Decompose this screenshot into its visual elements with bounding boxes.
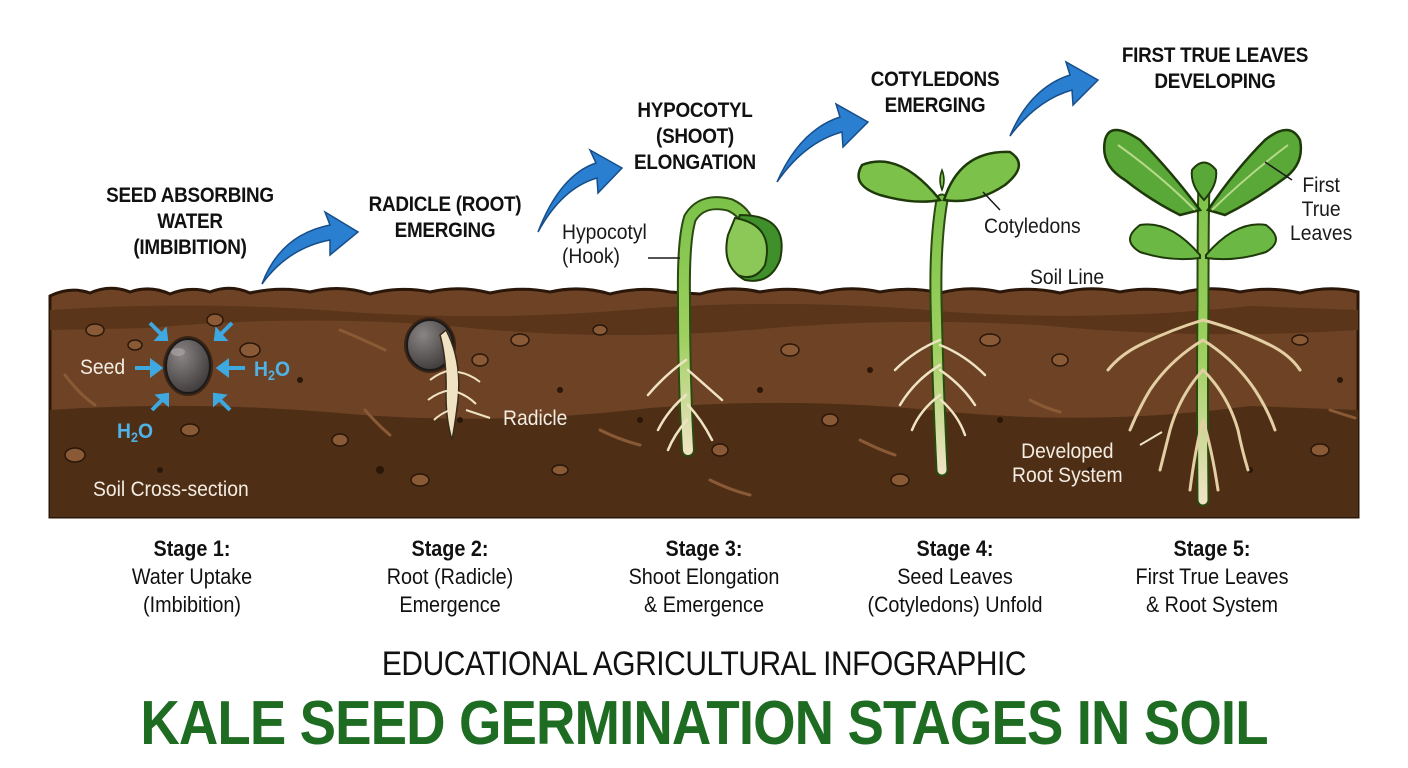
stage-4-caption: Stage 4: Seed Leaves (Cotyledons) Unfold [847,535,1063,619]
soil-line-label: Soil Line [1030,266,1105,289]
water-arrow-icons [135,321,245,412]
cotyledons-label: Cotyledons [984,215,1081,238]
soil-cross-section [48,286,1360,519]
first-true-leaves-label: First True Leaves [1290,174,1353,245]
stage-2-caption: Stage 2: Root (Radicle) Emergence [342,535,558,619]
stage-3-heading: HYPOCOTYL (SHOOT) ELONGATION [634,99,756,174]
progress-arrow-icons [261,60,1100,285]
stage-3-caption: Stage 3: Shoot Elongation & Emergence [596,535,812,619]
water-sub: 2 [130,430,138,446]
infographic-title: KALE SEED GERMINATION STAGES IN SOIL [140,689,1268,758]
developed-root-system-label: Developed Root System [1012,440,1123,487]
stage-5-description: First True Leaves & Root System [1135,564,1289,617]
hypocotyl-hook-label: Hypocotyl (Hook) [562,221,647,268]
soil-cross-section-label: Soil Cross-section [93,478,249,501]
stage-3-hypocotyl [646,196,783,457]
stage-4-cotyledon-seedling [857,150,1020,477]
stage-2-seed-radicle [404,317,491,441]
stage-3-number: Stage 3: [665,536,743,561]
infographic-subtitle: EDUCATIONAL AGRICULTURAL INFOGRAPHIC [381,645,1027,683]
stage-5-number: Stage 5: [1173,536,1251,561]
water-o: O [137,420,153,443]
stage-2-heading: RADICLE (ROOT) EMERGING [368,193,522,242]
stage-2-number: Stage 2: [411,536,489,561]
stage-1-seed [163,336,213,396]
stage-1-heading: SEED ABSORBING WATER (IMBIBITION) [106,184,274,259]
water-label-right: H2O [254,358,290,388]
stage-4-heading: COTYLEDONS EMERGING [870,68,1000,117]
radicle-label: Radicle [503,407,568,430]
stage-5-true-leaves-plant [1102,128,1303,507]
water-h: H [117,420,131,443]
water-label-left: H2O [117,420,153,450]
stage-1-caption: Stage 1: Water Uptake (Imbibition) [84,535,300,619]
stage-5-heading: FIRST TRUE LEAVES DEVELOPING [1121,44,1309,93]
stage-1-description: Water Uptake (Imbibition) [131,564,253,617]
stage-5-caption: Stage 5: First True Leaves & Root System [1104,535,1320,619]
stage-4-number: Stage 4: [916,536,994,561]
water-o: O [274,358,290,381]
stage-3-description: Shoot Elongation & Emergence [628,564,780,617]
water-h: H [254,358,268,381]
seed-label: Seed [80,356,126,379]
water-sub: 2 [267,368,275,384]
stage-2-description: Root (Radicle) Emergence [386,564,514,617]
stage-1-number: Stage 1: [153,536,231,561]
stage-4-description: Seed Leaves (Cotyledons) Unfold [867,564,1043,617]
